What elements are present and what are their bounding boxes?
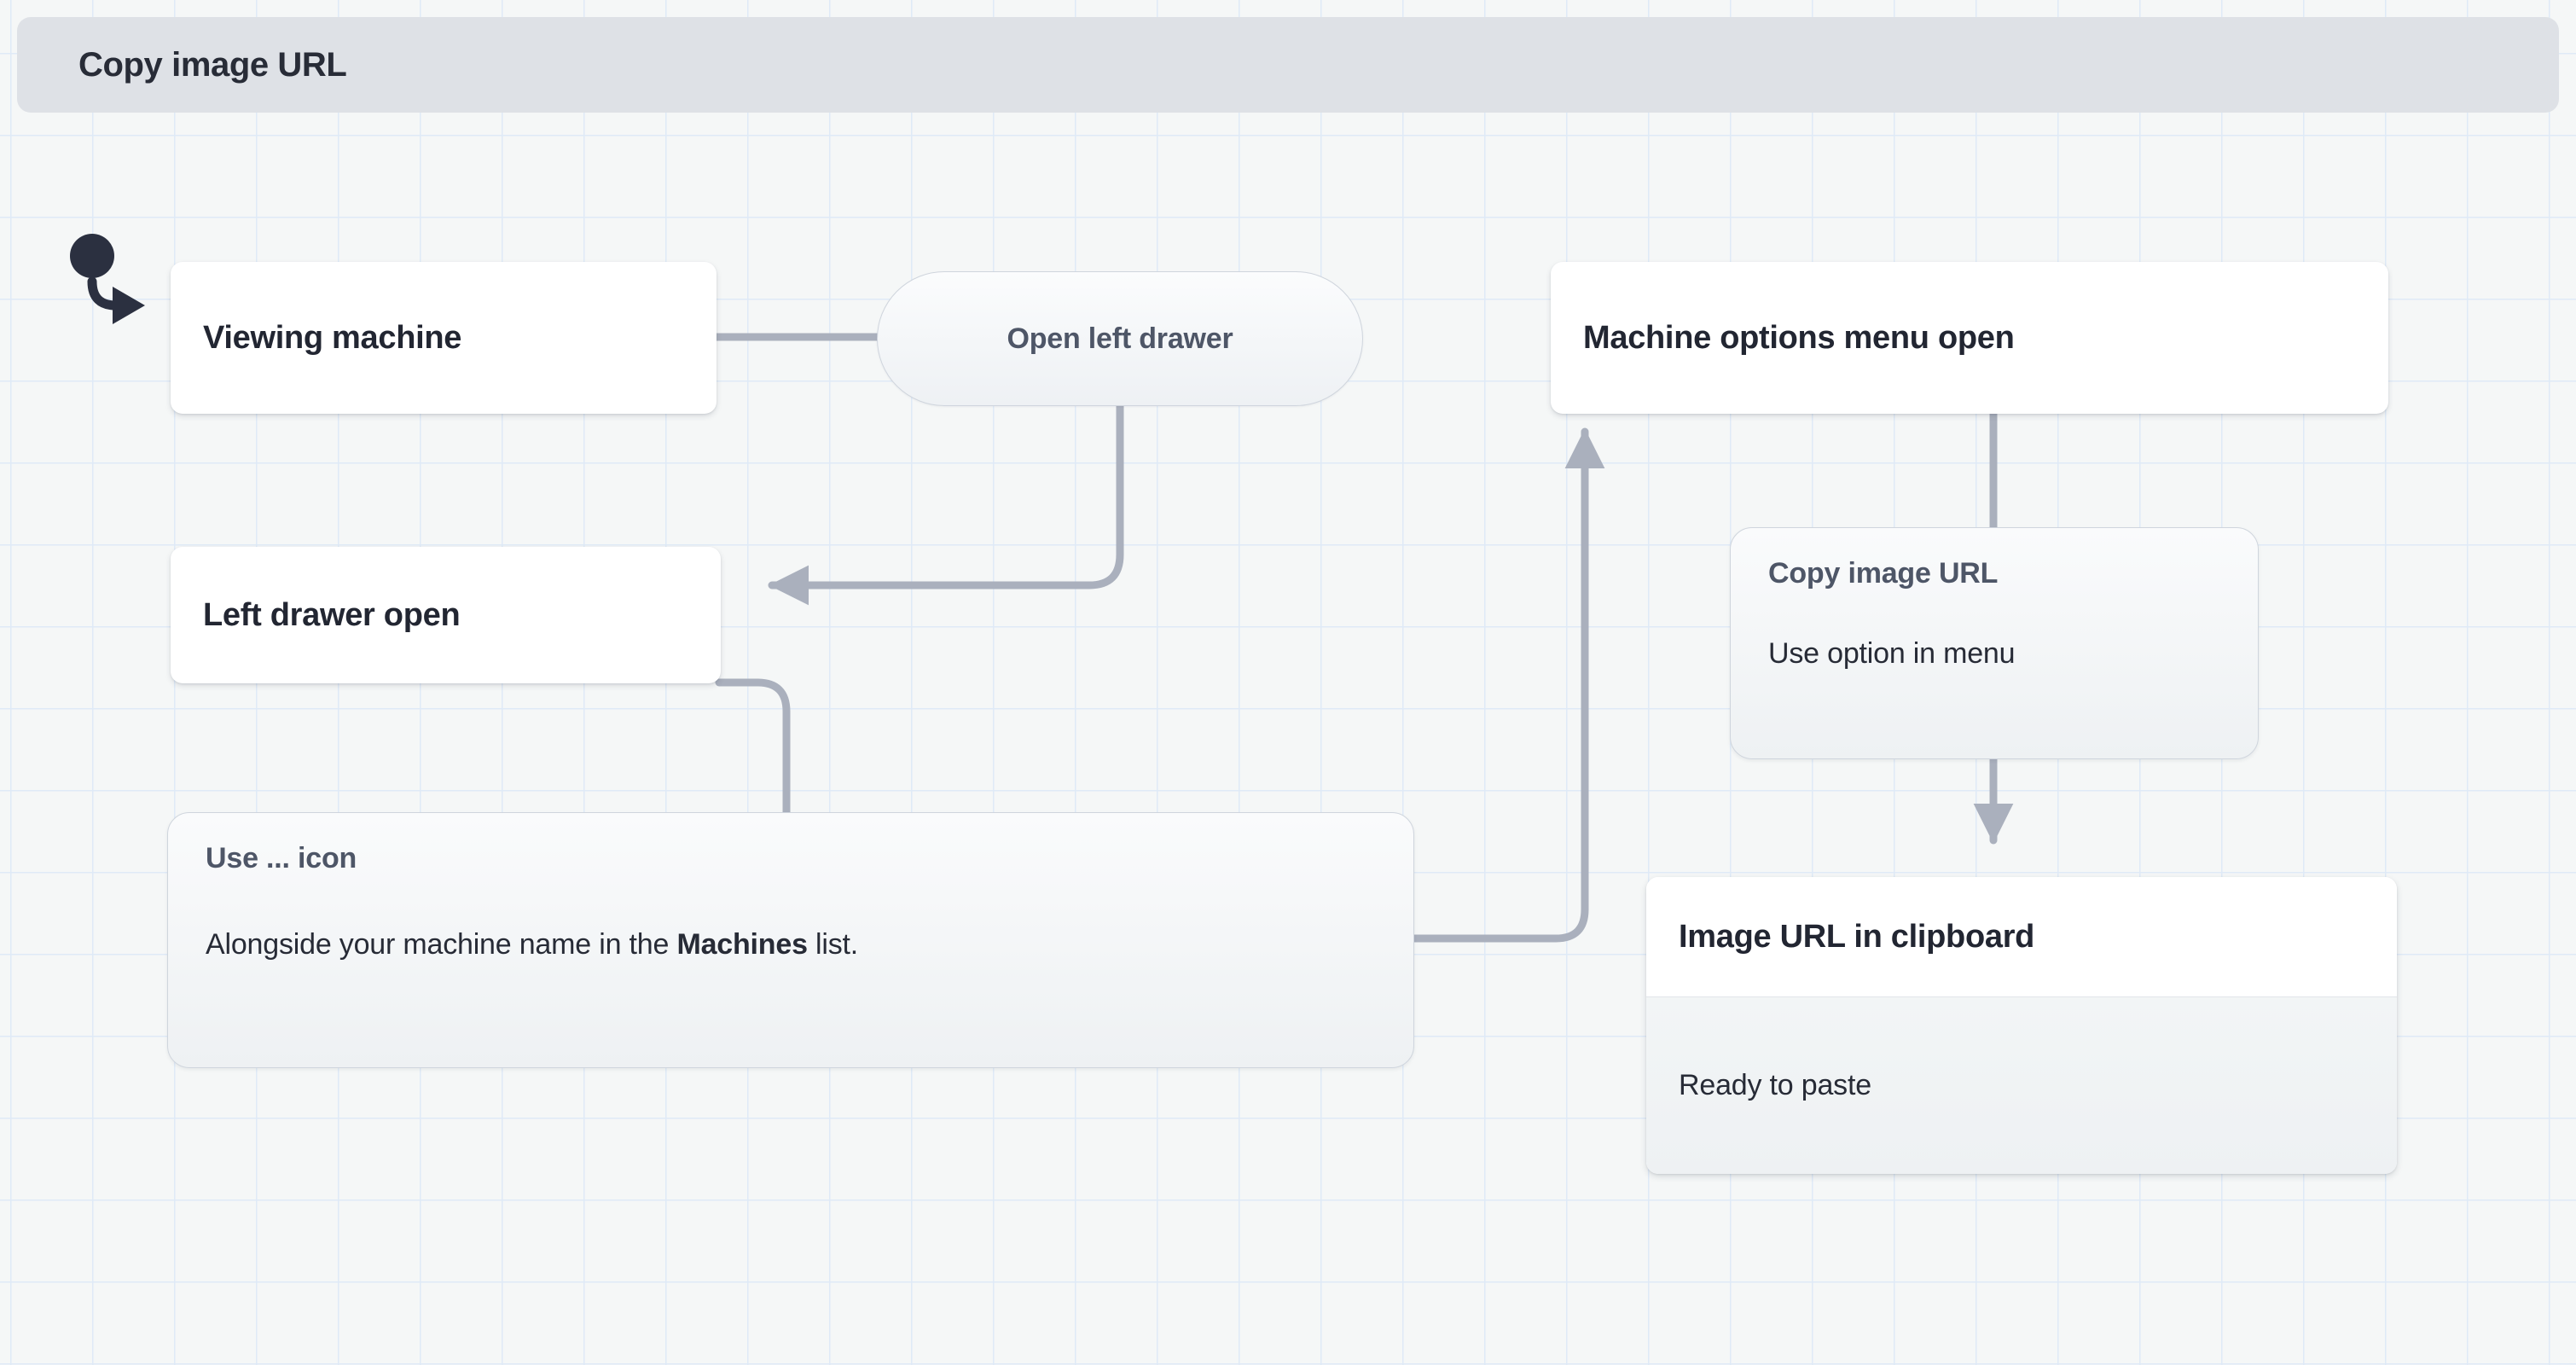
desc-suffix: list. <box>807 928 859 961</box>
node-left-drawer-open-label: Left drawer open <box>203 596 461 633</box>
node-image-url-in-clipboard-header: Image URL in clipboard <box>1646 877 2397 996</box>
desc-prefix: Alongside your machine name in the <box>206 928 677 961</box>
node-left-drawer-open[interactable]: Left drawer open <box>171 547 721 683</box>
node-use-ellipsis-icon-title: Use ... icon <box>206 842 357 874</box>
node-copy-image-url[interactable]: Copy image URL Use option in menu <box>1730 527 2259 759</box>
node-image-url-in-clipboard[interactable]: Image URL in clipboard Ready to paste <box>1646 877 2397 1174</box>
node-open-left-drawer[interactable]: Open left drawer <box>877 271 1363 406</box>
header-bar: Copy image URL <box>17 17 2559 113</box>
start-marker <box>70 234 145 324</box>
node-image-url-in-clipboard-body: Ready to paste <box>1646 996 2397 1174</box>
node-machine-options-menu-open[interactable]: Machine options menu open <box>1551 262 2388 414</box>
node-open-left-drawer-label: Open left drawer <box>1007 322 1233 355</box>
edge-left-drawer-open-to-use-icon <box>715 678 791 816</box>
node-image-url-in-clipboard-description: Ready to paste <box>1679 1069 1871 1101</box>
node-viewing-machine-label: Viewing machine <box>203 319 462 356</box>
page-title: Copy image URL <box>78 45 347 84</box>
node-image-url-in-clipboard-title: Image URL in clipboard <box>1679 918 2035 955</box>
edge-use-icon-to-machine-options <box>1407 427 1605 943</box>
node-copy-image-url-description: Use option in menu <box>1768 637 2016 670</box>
edge-open-drawer-to-left-drawer-open <box>768 402 1124 606</box>
node-viewing-machine[interactable]: Viewing machine <box>171 262 717 414</box>
node-use-ellipsis-icon[interactable]: Use ... icon Alongside your machine name… <box>167 812 1414 1068</box>
node-machine-options-menu-open-label: Machine options menu open <box>1583 319 2015 356</box>
node-copy-image-url-title: Copy image URL <box>1768 557 1999 590</box>
desc-bold-machines: Machines <box>676 928 808 961</box>
node-use-ellipsis-icon-description: Alongside your machine name in the Machi… <box>206 928 1376 961</box>
